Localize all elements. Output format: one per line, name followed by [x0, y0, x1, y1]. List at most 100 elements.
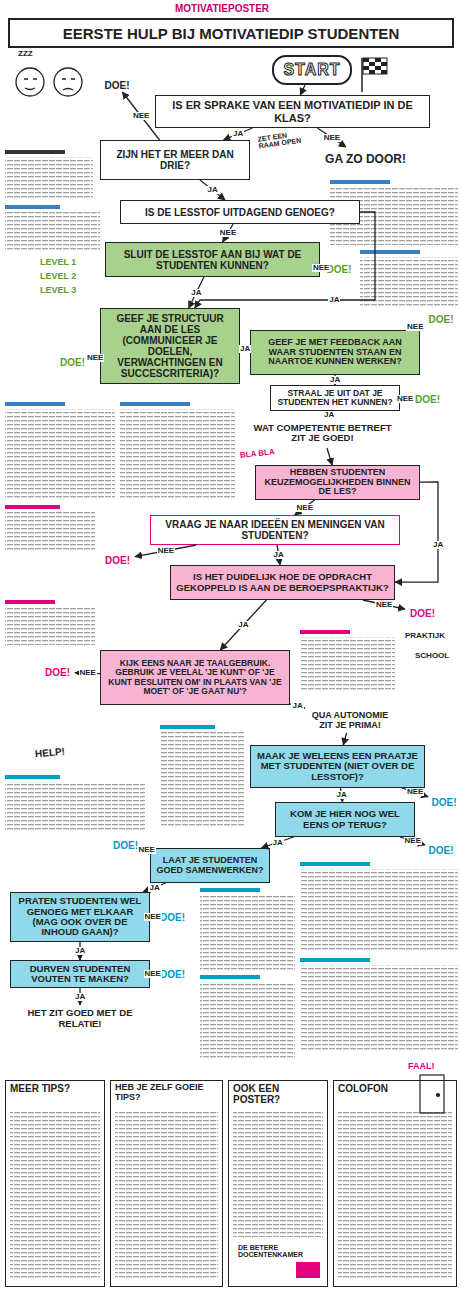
- edge-label: JA: [237, 621, 249, 629]
- edge-label: NEE: [396, 395, 414, 403]
- node-text: MEER TIPS?: [10, 1083, 70, 1094]
- edge-label: JA: [328, 296, 340, 304]
- edge-label: JA: [323, 411, 335, 419]
- edge-label: NEE: [404, 837, 422, 845]
- node-text: DOE!: [105, 80, 130, 91]
- annotation-label: HELP!: [35, 747, 66, 760]
- flow-connector: [317, 128, 346, 147]
- node-text: IS DE LESSTOF UITDAGEND GENOEG?: [145, 207, 335, 218]
- panel-heading: [360, 250, 420, 254]
- action-label: DOE!: [100, 553, 135, 567]
- question-box: STRAAL JE UIT DAT JE STUDENTEN HET KUNNE…: [270, 385, 400, 411]
- flow-connector: [343, 733, 346, 745]
- panel-body: [300, 965, 458, 1050]
- action-label: DOE!: [425, 843, 457, 857]
- node-text: COLOFON: [338, 1083, 388, 1094]
- edge-label: NEE: [406, 323, 424, 331]
- flow-connector: [189, 277, 204, 308]
- node-text: MAAK JE WELEENS EEN PRAATJE MET STUDENTE…: [255, 751, 420, 782]
- panel-body: [10, 1112, 100, 1280]
- flow-connector: [400, 837, 425, 845]
- edge-label: NEE: [138, 846, 156, 854]
- question-box: IS HET DUIDELIJK HOE DE OPDRACHT GEKOPPE…: [170, 565, 395, 600]
- node-text: QUA AUTONOMIE ZIT JE PRIMA!: [304, 711, 396, 731]
- edge-label: JA: [74, 993, 86, 1001]
- node-text: DOE!: [429, 314, 454, 325]
- edge-label: NEE: [312, 264, 330, 272]
- panel-heading: [300, 630, 350, 634]
- panel-body: [200, 982, 295, 1060]
- edge-label: NEE: [86, 354, 104, 362]
- edge-label: JA: [190, 289, 202, 297]
- panel-body: [5, 212, 100, 252]
- flow-connector: [300, 85, 305, 95]
- node-text: DOE!: [45, 667, 70, 678]
- node-text: GEEF JE STRUCTUUR AAN DE LES (COMMUNICEE…: [105, 313, 235, 379]
- annotation-label: LEVEL 1: [40, 258, 76, 267]
- annotation-label: BLA BLA: [240, 448, 275, 460]
- node-text: DOE!: [105, 555, 130, 566]
- panel-body: [5, 409, 115, 500]
- panel-heading: [200, 975, 260, 979]
- annotation-label: PRAKTIJK: [405, 632, 445, 640]
- panel-heading: [5, 600, 55, 604]
- node-text: HEBBEN STUDENTEN KEUZEMOGELIJKHEDEN BINN…: [260, 468, 415, 498]
- panel-heading: [300, 958, 370, 962]
- panel-heading: [5, 402, 65, 406]
- question-box: MAAK JE WELEENS EEN PRAATJE MET STUDENTE…: [250, 745, 425, 788]
- node-text: PRATEN STUDENTEN WEL GENOEG MET ELKAAR (…: [15, 896, 145, 938]
- flow-connector: [224, 128, 253, 140]
- node-text: IS HET DUIDELIJK HOE DE OPDRACHT GEKOPPE…: [175, 572, 390, 593]
- node-text: DOE!: [432, 797, 457, 808]
- edge-label: JA: [432, 541, 444, 549]
- node-text: DURVEN STUDENTEN VOUTEN TE MAKEN?: [15, 964, 145, 985]
- panel-body: [338, 1112, 452, 1280]
- logo-mark: [296, 1262, 320, 1278]
- edge-label: NEE: [296, 504, 314, 512]
- node-text: LAAT JE STUDENTEN GOED SAMENWERKEN?: [155, 856, 265, 876]
- flow-connector: [295, 500, 315, 515]
- action-label: DOE!: [100, 78, 134, 92]
- question-box: SLUIT DE LESSTOF AAN BIJ WAT DE STUDENTE…: [105, 242, 320, 277]
- flow-connector: [363, 600, 405, 609]
- panel-heading: [5, 775, 60, 779]
- panel-body: [300, 637, 395, 692]
- flow-connector: [220, 600, 266, 650]
- panel-heading: [120, 402, 190, 406]
- node-text: SLUIT DE LESSTOF AAN BIJ WAT DE STUDENTE…: [110, 249, 315, 271]
- node-text: DOE!: [113, 840, 138, 851]
- edge-label: NEE: [157, 547, 175, 555]
- annotation-label: ZZZ: [18, 50, 33, 58]
- node-text: DOE!: [415, 394, 440, 405]
- panel-body: [5, 157, 93, 200]
- panel-heading: [300, 862, 370, 866]
- action-label: DOE!: [55, 355, 90, 369]
- question-box: GEEF JE STRUCTUUR AAN DE LES (COMMUNICEE…: [100, 308, 240, 384]
- edge-label: JA: [207, 186, 219, 194]
- action-label: DOE!: [405, 606, 440, 620]
- edge-label: NEE: [406, 788, 424, 796]
- edge-label: JA: [74, 947, 86, 955]
- edge-label: NEE: [132, 112, 150, 120]
- question-box: ZIJN HET ER MEER DAN DRIE?: [100, 140, 250, 180]
- action-label: DOE!: [424, 312, 458, 326]
- conclusion-text: QUA AUTONOMIE ZIT JE PRIMA!: [300, 708, 400, 733]
- panel-body: [5, 607, 95, 645]
- panel-heading: [330, 180, 390, 184]
- panel-body: [5, 782, 145, 830]
- node-text: START: [283, 61, 340, 79]
- edge-label: NEE: [144, 913, 162, 921]
- annotation-label: LEVEL 3: [40, 286, 76, 295]
- info-box: MEER TIPS?: [5, 1080, 105, 1287]
- node-text: DOE!: [160, 969, 185, 980]
- edge-label: JA: [232, 130, 244, 138]
- poster-title: EERSTE HULP BIJ MOTIVATIEDIP STUDENTEN: [8, 18, 454, 48]
- panel-body: [120, 409, 235, 500]
- flow-connector: [200, 180, 225, 200]
- node-text: DOE!: [429, 845, 454, 856]
- edge-label: NEE: [323, 134, 341, 142]
- annotation-label: LEVEL 2: [40, 272, 76, 281]
- panel-heading: [200, 888, 260, 892]
